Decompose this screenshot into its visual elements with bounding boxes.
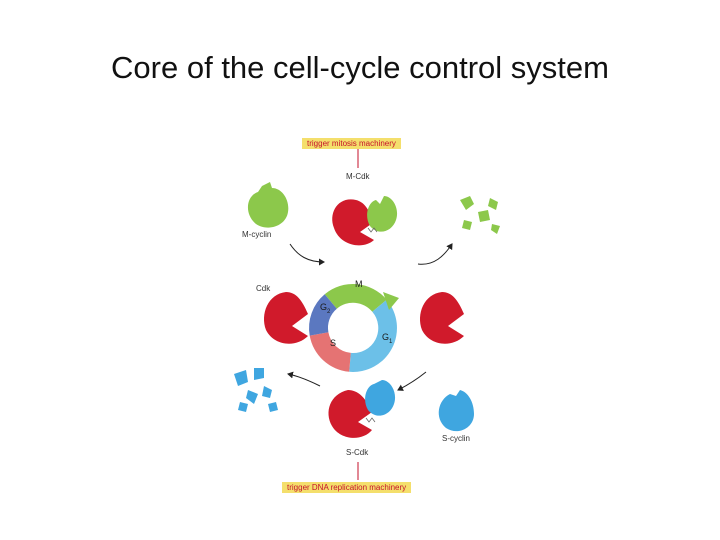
phase-label-g1-letter: G	[382, 332, 390, 342]
top-banner: trigger mitosis machinery	[302, 138, 401, 149]
s-cdk-complex	[328, 380, 396, 438]
phase-label-g1-sub: 1	[389, 338, 393, 345]
phase-label-g2: G2	[320, 302, 330, 315]
s-cyclin-fragments-icon	[234, 368, 278, 412]
phase-label-s: S	[330, 338, 337, 348]
cdk-icon-top	[332, 199, 374, 246]
phase-g2-segment	[309, 294, 337, 336]
label-s-cdk: S-Cdk	[346, 448, 369, 457]
label-m-cyclin: M-cyclin	[242, 230, 272, 239]
phase-s-segment	[309, 332, 351, 372]
phase-g1-segment	[349, 299, 397, 372]
cdk-free-left-icon	[264, 292, 308, 344]
arrow-top-to-right	[417, 243, 453, 265]
label-s-cyclin: S-cyclin	[442, 434, 471, 443]
label-cdk: Cdk	[256, 284, 271, 293]
cell-cycle-diagram: trigger mitosis machinery M-Cdk M-cyclin…	[228, 128, 518, 500]
phase-m-segment	[324, 283, 387, 312]
m-cdk-complex	[332, 196, 398, 246]
m-cyclin-icon-bound	[367, 196, 398, 232]
s-cyclin-icon-bound	[365, 380, 396, 416]
phase-arrow-icon	[383, 292, 399, 310]
phase-label-m: M	[355, 279, 363, 289]
phase-label-g2-letter: G	[320, 302, 328, 312]
label-m-cdk: M-Cdk	[346, 172, 370, 181]
arrow-right-to-bottom	[397, 371, 427, 391]
phase-label-g1: G1	[382, 332, 392, 345]
phase-label-g2-sub: 2	[327, 308, 331, 315]
slide-title: Core of the cell-cycle control system	[111, 50, 609, 85]
m-cyclin-fragments-icon	[460, 196, 500, 234]
arrow-bottom-to-left	[287, 371, 321, 387]
s-cyclin-free-icon	[438, 390, 474, 432]
m-cyclin-free-icon	[247, 182, 289, 228]
phase-ring	[309, 283, 399, 372]
arrow-left-to-top	[289, 243, 325, 266]
cdk-free-right-icon	[420, 292, 464, 344]
diagram-graphics	[234, 148, 500, 480]
bottom-banner: trigger DNA replication machinery	[282, 482, 412, 493]
cdk-icon-bottom	[328, 390, 372, 438]
